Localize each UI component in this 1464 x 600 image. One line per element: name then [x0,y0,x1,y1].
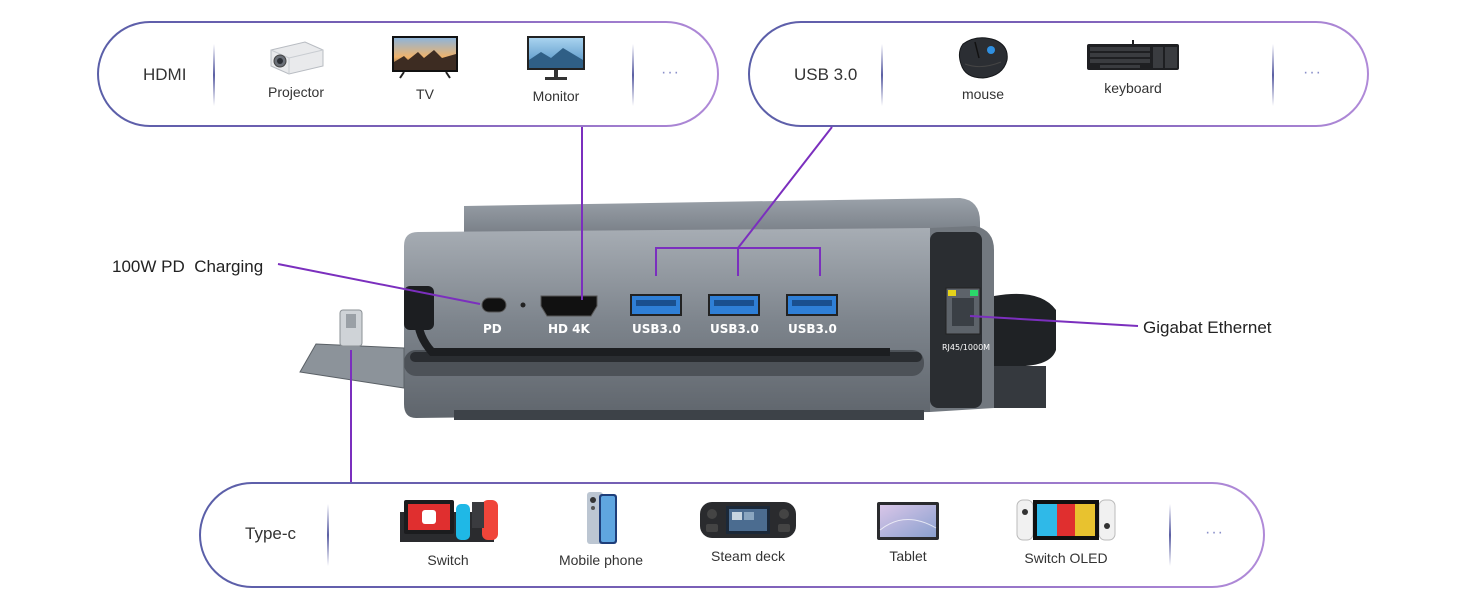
device-caption: TV [416,86,434,102]
keyboard-icon [1087,40,1179,70]
usb-bracket-line [655,247,821,276]
steam-deck-icon [700,502,796,538]
typec-more-dots: ··· [1205,524,1224,541]
tablet-icon [877,502,939,540]
pd-port-label: PD [483,322,502,336]
usb-port-3-label: USB3.0 [788,322,837,336]
device-steam-deck: Steam deck [698,498,798,564]
pd-port [481,297,507,313]
ethernet-callout: Gigabat Ethernet [1143,318,1272,337]
tv-icon [392,36,458,79]
pd-connector-line [277,263,481,305]
usb-devices-panel [748,21,1369,127]
device-tv: TV [385,34,465,102]
device-caption: Monitor [532,88,580,104]
usb-port-2-label: USB3.0 [710,322,759,336]
device-mobile-phone: Mobile phone [551,490,651,568]
typec-divider-right [1169,504,1171,566]
hdmi-port [540,295,598,317]
rj45-port-label: RJ45/1000M [942,343,991,352]
usb-port-1-label: USB3.0 [632,322,681,336]
hdmi-label: HDMI [143,65,187,84]
usb-label: USB 3.0 [794,65,858,84]
switch-icon [400,500,498,542]
usb-more-dots: ··· [1303,64,1322,81]
device-switch: Switch [398,496,498,568]
device-keyboard: keyboard [1078,40,1188,96]
dock-side-clamp [994,293,1056,367]
device-caption: Steam deck [711,548,785,564]
pd-charging-callout: 100W PD Charging [112,257,264,276]
typec-label: Type-c [245,524,297,543]
device-switch-oled: Switch OLED [1011,496,1121,566]
device-caption: Tablet [889,548,927,564]
device-caption: Switch [427,552,469,568]
ethernet-connector-line [969,315,1139,327]
device-caption: keyboard [1104,80,1162,96]
usb-divider-left [881,44,883,106]
hdmi-divider-left [213,44,215,106]
device-caption: Projector [267,84,325,100]
hdmi-more-dots: ··· [661,64,680,81]
monitor-icon [527,36,585,80]
device-tablet: Tablet [858,500,958,564]
hdmi-divider-right [632,44,634,106]
typec-divider-left [327,504,329,566]
switch-oled-icon [1016,499,1116,541]
usb-divider-right [1272,44,1274,106]
device-projector: Projector [256,36,336,100]
device-caption: Switch OLED [1024,550,1108,566]
device-caption: Mobile phone [558,552,644,568]
device-mouse: mouse [943,34,1023,102]
device-caption: mouse [961,86,1005,102]
projector-icon [270,41,324,75]
hdmi-port-label: HD 4K [548,322,590,336]
usb-connector-line [737,126,833,249]
device-monitor: Monitor [516,34,596,104]
mouse-icon [958,37,1008,79]
mobile-phone-icon [587,492,617,544]
